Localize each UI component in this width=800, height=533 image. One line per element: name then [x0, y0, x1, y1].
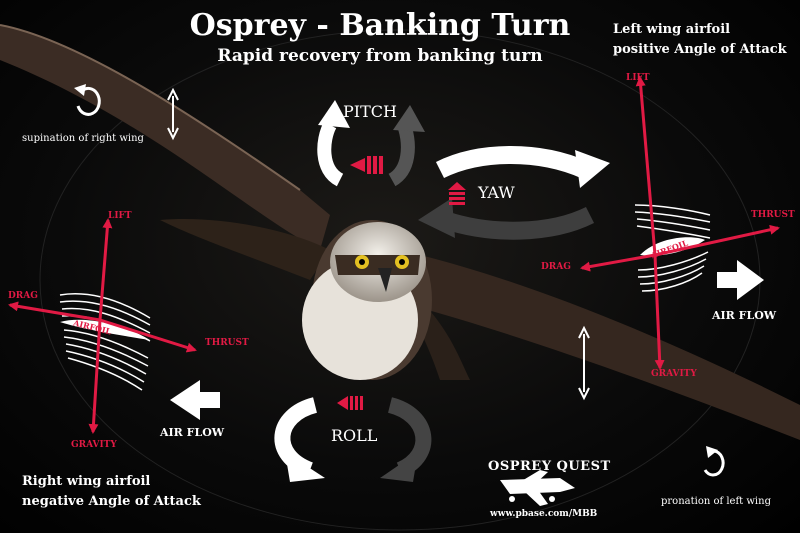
left-wing-caption-line1: Left wing airfoil — [613, 22, 731, 37]
wing-travel-arrow-left — [167, 87, 179, 141]
left-wing-thrust-label: THRUST — [751, 210, 795, 220]
yaw-label: YAW — [478, 183, 515, 202]
roll-arrows — [274, 396, 432, 482]
page-title: Osprey - Banking Turn — [189, 8, 571, 43]
pitch-label: PITCH — [343, 102, 397, 121]
supination-label: supination of right wing — [22, 133, 144, 144]
left-wing-air-flow-label: AIR FLOW — [712, 309, 777, 322]
page-subtitle: Rapid recovery from banking turn — [217, 46, 543, 66]
logo-url: www.pbase.com/MBB — [490, 509, 598, 519]
right-wing-caption: Right wing airfoil negative Angle of Att… — [22, 472, 201, 512]
right-wing-caption-line1: Right wing airfoil — [22, 474, 151, 489]
right-wing-air-flow-label: AIR FLOW — [160, 426, 225, 439]
yaw-arrows — [418, 146, 610, 240]
left-wing-gravity-label: GRAVITY — [651, 369, 697, 379]
right-wing-thrust-label: THRUST — [205, 338, 249, 348]
right-wing-caption-line2: negative Angle of Attack — [22, 494, 201, 509]
roll-label: ROLL — [331, 426, 378, 445]
logo-text: OSPREY QUEST — [488, 459, 611, 474]
pitch-arrows — [317, 100, 425, 187]
right-wing-airfoil-diagram — [8, 218, 220, 434]
left-wing-drag-label: DRAG — [541, 262, 571, 272]
osprey-quest-logo — [500, 470, 575, 506]
pronation-label: pronation of left wing — [661, 496, 771, 507]
osprey-bird — [0, 24, 800, 440]
pronation-icon — [703, 446, 725, 477]
left-wing-caption-line2: positive Angle of Attack — [613, 42, 787, 57]
left-wing-lift-label: LIFT — [626, 73, 650, 83]
right-wing-gravity-label: GRAVITY — [71, 440, 117, 450]
supination-icon — [74, 84, 101, 116]
left-wing-caption: Left wing airfoil positive Angle of Atta… — [613, 20, 787, 60]
left-wing-airfoil-diagram — [580, 76, 780, 370]
right-wing-drag-label: DRAG — [8, 291, 38, 301]
wing-travel-arrow-right — [578, 325, 590, 401]
right-wing-lift-label: LIFT — [108, 211, 132, 221]
